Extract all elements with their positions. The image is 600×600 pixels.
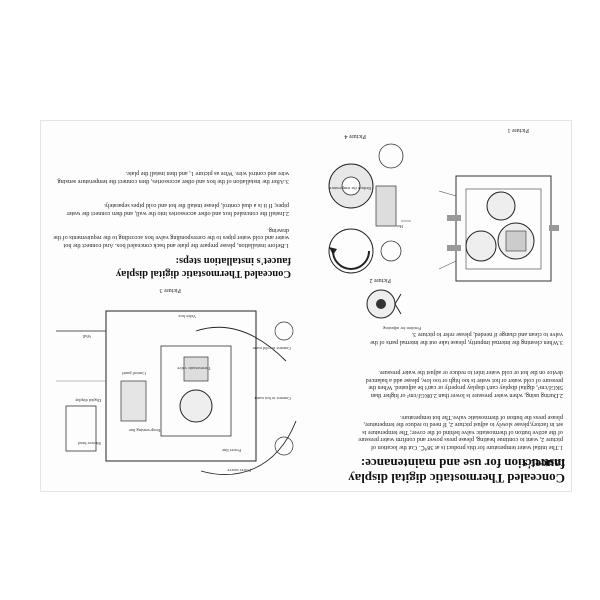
reduce-label: Reduce the temperature [329, 186, 371, 191]
picture2-caption: Picture 2 [369, 277, 392, 283]
label-power-line: Power line [222, 448, 241, 453]
label-cold-water: Connect to cold water [252, 346, 291, 351]
label-control-panel: Control panel [121, 371, 146, 376]
hot-label: Hot [396, 224, 403, 229]
maintenance-paragraph-1: 1.The initial water temperature for this… [358, 413, 563, 451]
label-hot-water: Connect to hot water [254, 396, 291, 401]
label-wall: Wall [82, 334, 91, 339]
label-power-source: Power source [227, 468, 251, 473]
install-title-line2: faucet's installation steps: [175, 255, 292, 266]
maintenance-paragraph-2: 2.During using, when water pressure is l… [365, 369, 563, 399]
picture4-drawing [328, 143, 411, 274]
label-shower-head: Shower head [78, 441, 101, 446]
install-paragraph-1: 1.Before installation, please prepare th… [53, 226, 289, 249]
title-line2: instruction for use and maintenance: [360, 456, 565, 471]
label-digital-display: Digital display [75, 398, 101, 403]
label-temp-sensing: Temp-sensing line [128, 428, 161, 433]
wiring-diagram [56, 310, 297, 475]
label-thermostatic-valve: Thermostatic valve [177, 366, 211, 371]
install-title-line1: Concealed Thermostatic digital display [115, 268, 291, 279]
picture1-caption: Picture 1 [507, 127, 530, 133]
install-paragraph-2: 2.Install the concealed box and other ac… [66, 202, 289, 217]
picture4-caption: Picture 4 [344, 133, 367, 139]
picture3-caption: Picture 3 [159, 287, 182, 293]
maintenance-paragraph-3: 3.When cleaning the internal impurity, p… [370, 331, 563, 346]
picture1-drawing [438, 175, 559, 282]
picture2-note: Position for adjusting [383, 326, 421, 331]
picture2-drawing [366, 289, 402, 319]
install-paragraph-3: 3.After the installation of the box and … [57, 170, 289, 185]
label-valve-box: Valve box [178, 314, 196, 319]
rotated-content: Concealed Thermostatic digital display f… [41, 121, 571, 491]
manual-sheet: Concealed Thermostatic digital display f… [40, 120, 572, 492]
